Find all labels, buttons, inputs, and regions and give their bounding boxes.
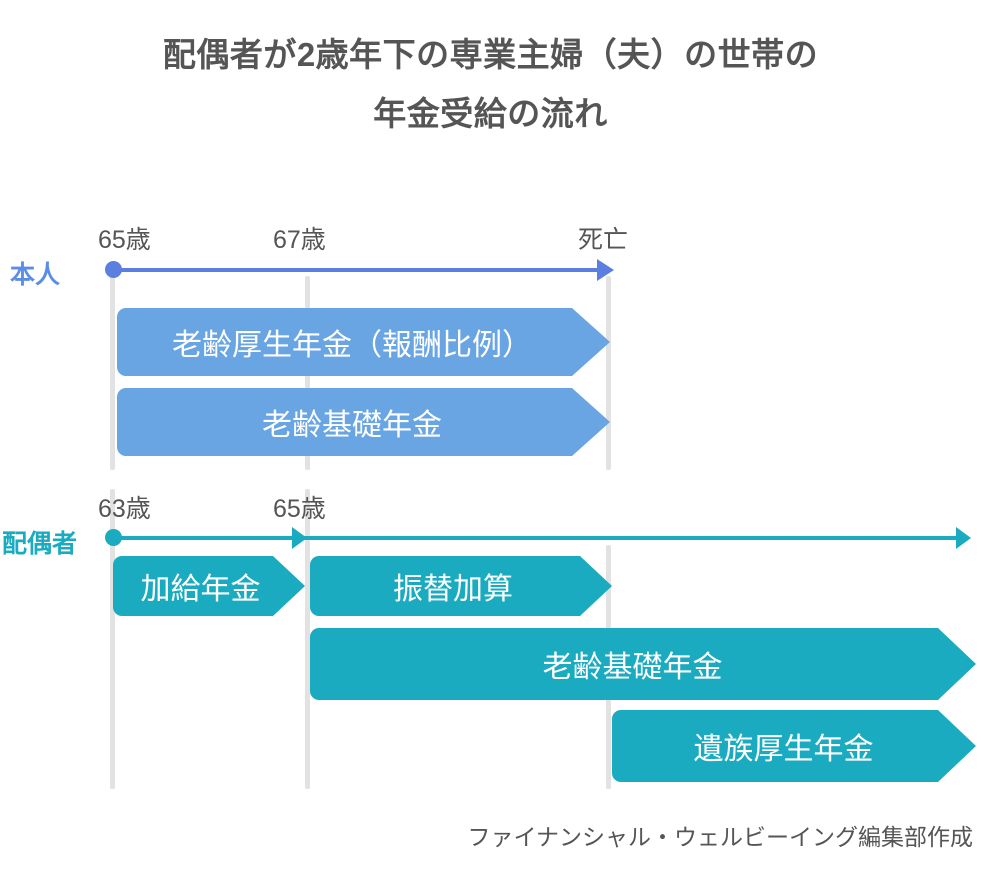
- bar-arrow-tip: [938, 710, 976, 782]
- chart-title: 配偶者が2歳年下の専業主婦（夫）の世帯の 年金受給の流れ: [0, 38, 981, 130]
- bar-arrow-tip: [572, 308, 610, 376]
- bar-body: [113, 556, 273, 616]
- source-credit: ファイナンシャル・ウェルビーイング編集部作成: [467, 824, 973, 850]
- timeline-arrow-spouse-end: [956, 527, 971, 549]
- bar-spouse-rorei-kiso[interactable]: 老齢基礎年金: [310, 628, 976, 700]
- timeline-axis-spouse: [113, 536, 958, 540]
- bar-arrow-tip: [572, 388, 610, 456]
- gridline-63-spouse: [110, 489, 115, 789]
- tick-label-self-65: 65歳: [98, 226, 151, 254]
- row-label-self: 本人: [10, 261, 61, 289]
- gridline-65-spouse: [305, 489, 310, 789]
- row-label-spouse: 配偶者: [2, 530, 78, 558]
- bar-self-rorei-kiso[interactable]: 老齢基礎年金: [117, 388, 610, 456]
- bar-self-rorei-kosei[interactable]: 老齢厚生年金（報酬比例）: [117, 308, 610, 376]
- bar-spouse-furikae-kasan[interactable]: 振替加算: [310, 556, 612, 616]
- bar-body: [117, 388, 572, 456]
- tick-label-self-67: 67歳: [273, 226, 326, 254]
- gridline-death: [606, 276, 611, 470]
- timeline-start-dot-spouse: [105, 529, 122, 546]
- bar-arrow-tip: [273, 556, 305, 616]
- timeline-axis-self: [113, 268, 599, 272]
- bar-spouse-kakyu-nenkin[interactable]: 加給年金: [113, 556, 305, 616]
- bar-body: [612, 710, 938, 782]
- bar-body: [310, 628, 938, 700]
- gridline-65: [110, 276, 115, 470]
- tick-label-spouse-63: 63歳: [98, 495, 151, 523]
- timeline-arrow-self: [597, 259, 614, 281]
- bar-body: [310, 556, 580, 616]
- bar-arrow-tip: [938, 628, 976, 700]
- title-line-1: 配偶者が2歳年下の専業主婦（夫）の世帯の: [162, 36, 819, 73]
- tick-label-self-death: 死亡: [578, 226, 629, 254]
- bar-spouse-izoku-kosei[interactable]: 遺族厚生年金: [612, 710, 976, 782]
- tick-label-spouse-65: 65歳: [273, 495, 326, 523]
- bar-arrow-tip: [580, 556, 612, 616]
- title-line-2: 年金受給の流れ: [373, 95, 608, 132]
- bar-body: [117, 308, 572, 376]
- timeline-arrow-spouse-65: [292, 527, 307, 549]
- timeline-start-dot-self: [105, 261, 122, 278]
